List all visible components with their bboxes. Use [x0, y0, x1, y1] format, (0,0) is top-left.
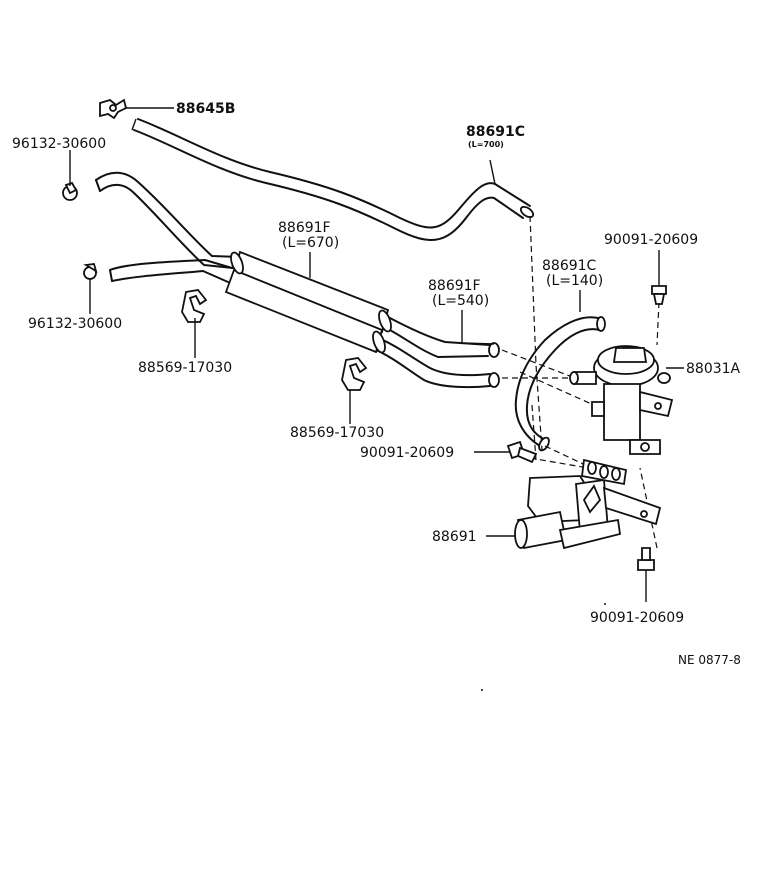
speck-dot	[604, 603, 606, 605]
label-88691c-700-length: (L=700)	[468, 140, 504, 149]
leader-lines	[69, 107, 684, 537]
label-88691: 88691	[432, 529, 477, 545]
vacuum-modulator-88031a	[569, 345, 674, 455]
sleeve-88691f-670	[224, 250, 392, 354]
label-88569-b: 88569-17030	[290, 425, 384, 441]
label-90091-bot: 90091-20609	[590, 610, 684, 626]
label-90091-mid: 90091-20609	[360, 445, 454, 461]
label-88691f-670: 88691F	[278, 220, 331, 236]
label-88691f-670-length: (L=670)	[282, 235, 339, 251]
hose-upper-sleeved	[95, 171, 500, 358]
figure-code: NE 0877-8	[678, 653, 741, 667]
label-88691c-140: 88691C	[542, 258, 597, 274]
label-88691c-140-length: (L=140)	[546, 273, 603, 289]
clamp-96132-mid	[83, 263, 98, 280]
label-88645b: 88645B	[176, 101, 235, 117]
label-88691c-700: 88691C	[466, 124, 525, 140]
bolt-90091-mid	[506, 440, 538, 464]
label-88569-a: 88569-17030	[138, 360, 232, 376]
label-96132-top: 96132-30600	[12, 136, 106, 152]
vsv-88691	[514, 458, 662, 550]
label-88691f-540-length: (L=540)	[432, 293, 489, 309]
label-88031a: 88031A	[686, 361, 741, 377]
clip-88569-b	[341, 357, 368, 391]
clip-88645b	[99, 98, 128, 120]
label-88691f-540: 88691F	[428, 278, 481, 294]
speck-dot	[481, 689, 483, 691]
label-96132-mid: 96132-30600	[28, 316, 122, 332]
hose-lower-sleeved	[109, 259, 500, 389]
hose-88691c-700	[131, 118, 535, 241]
bolt-90091-bot	[637, 547, 655, 602]
label-90091-top: 90091-20609	[604, 232, 698, 248]
bolt-90091-top	[651, 270, 667, 305]
clip-88569-a	[181, 289, 208, 323]
